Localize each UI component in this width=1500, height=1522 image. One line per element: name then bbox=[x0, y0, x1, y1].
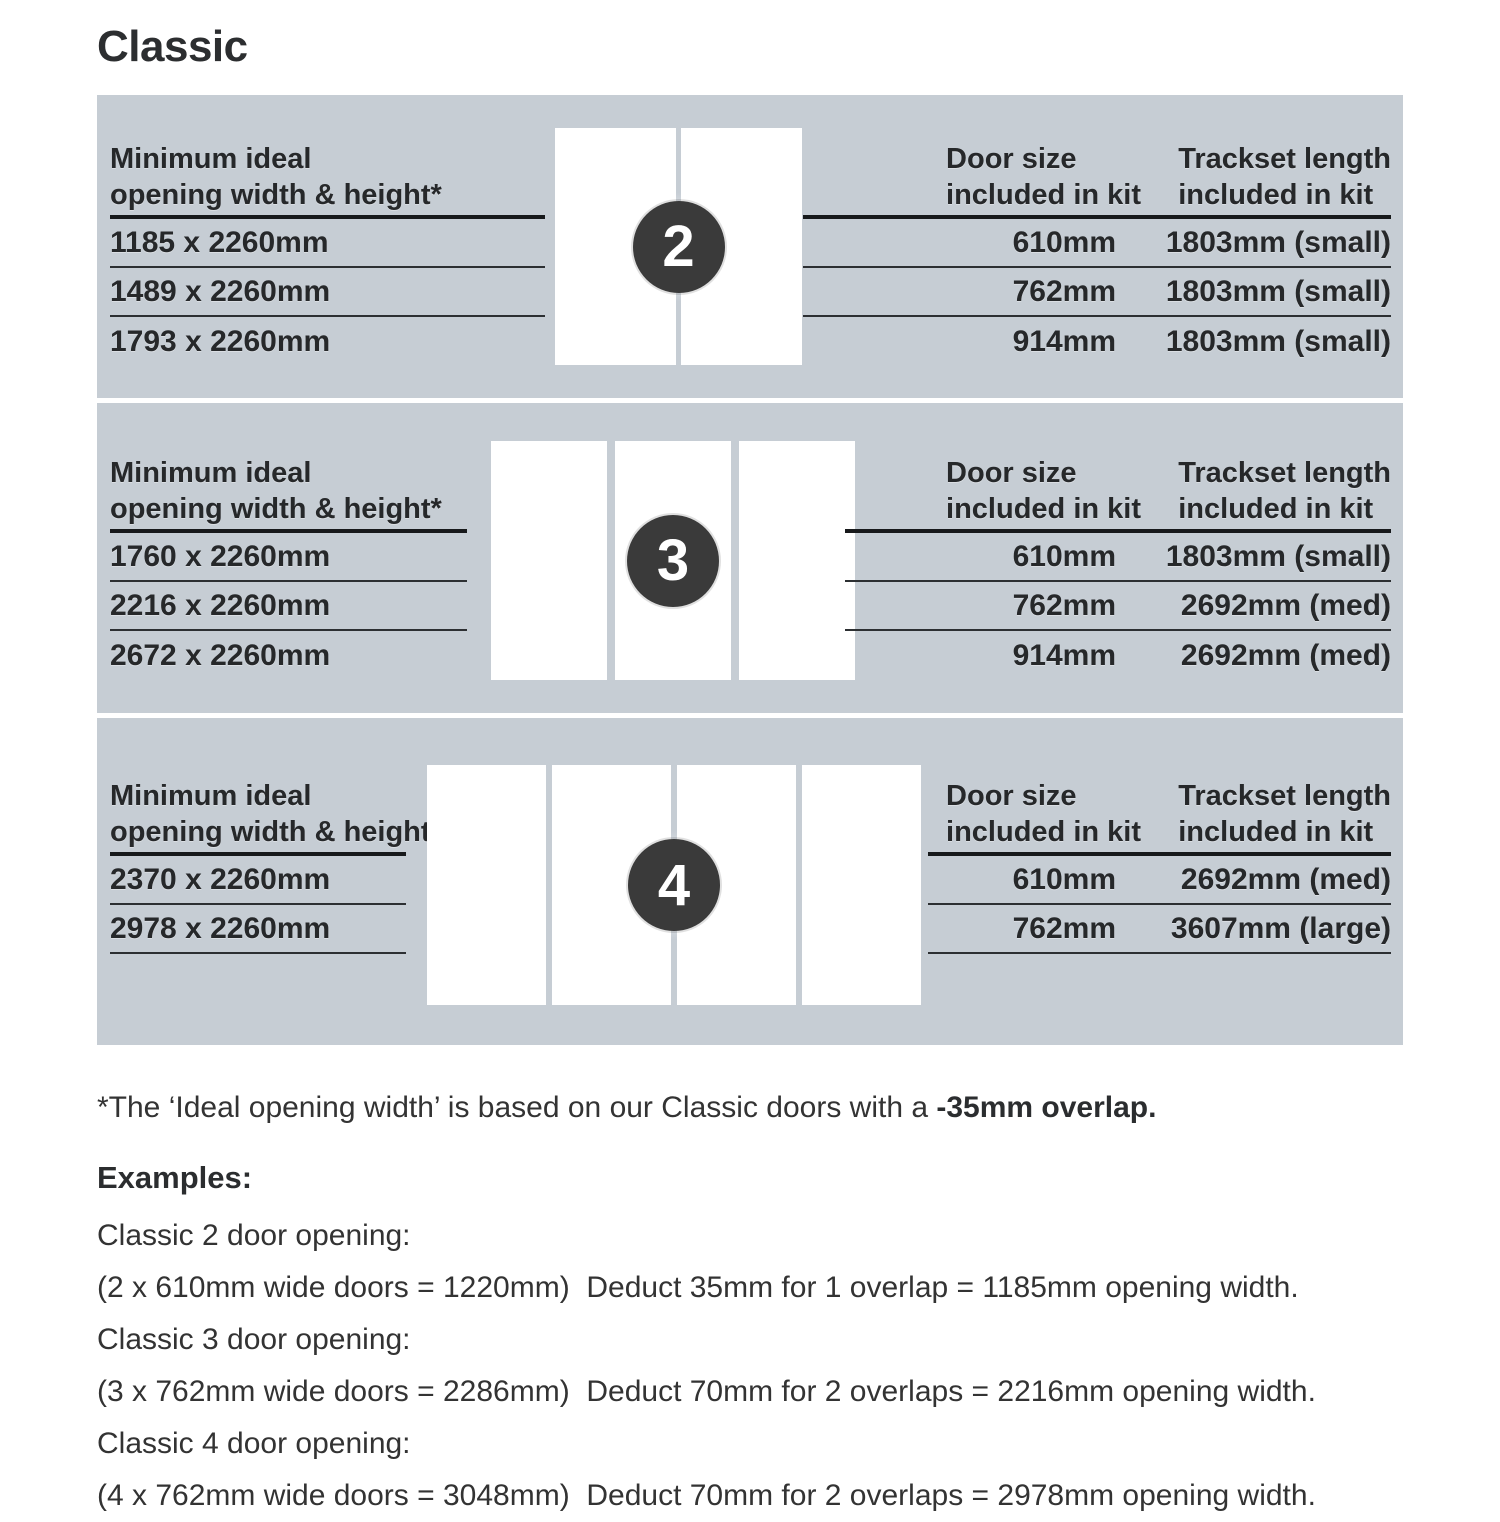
trackset-value: 2692mm (med) bbox=[1141, 856, 1391, 905]
door-size-value: 762mm bbox=[928, 905, 1141, 954]
door-size-value: 762mm bbox=[845, 582, 1141, 631]
example-detail: (2 x 610mm wide doors = 1220mm) Deduct 3… bbox=[97, 1271, 1299, 1304]
door-size-value: 610mm bbox=[845, 533, 1141, 582]
door-size-value: 610mm bbox=[803, 219, 1141, 268]
door-diagram-4: 4 bbox=[427, 765, 921, 1005]
example-detail: (3 x 762mm wide doors = 2286mm) Deduct 7… bbox=[97, 1375, 1316, 1408]
trackset-value: 3607mm (large) bbox=[1141, 905, 1391, 954]
opening-size-value: 1489 x 2260mm bbox=[110, 268, 545, 317]
opening-size-value: 2216 x 2260mm bbox=[110, 582, 467, 631]
door-count-badge: 3 bbox=[627, 514, 719, 607]
examples-heading: Examples: bbox=[97, 1160, 253, 1195]
example-label: Classic 4 door opening: bbox=[97, 1427, 411, 1460]
example-detail: (4 x 762mm wide doors = 3048mm) Deduct 7… bbox=[97, 1479, 1316, 1512]
opening-size-value: 1185 x 2260mm bbox=[110, 219, 545, 268]
example-label: Classic 3 door opening: bbox=[97, 1323, 411, 1356]
trackset-value: 2692mm (med) bbox=[1180, 638, 1391, 672]
opening-size-value: 1760 x 2260mm bbox=[110, 533, 467, 582]
footnote-text: *The ‘Ideal opening width’ is based on o… bbox=[97, 1091, 937, 1124]
trackset-value: 1803mm (small) bbox=[1165, 324, 1391, 358]
trackset-value: 1803mm (small) bbox=[1141, 219, 1391, 268]
door-size-value: 914mm bbox=[1012, 638, 1116, 672]
door-panel bbox=[491, 441, 607, 680]
trackset-value: 2692mm (med) bbox=[1141, 582, 1391, 631]
trackset-value: 1803mm (small) bbox=[1141, 268, 1391, 317]
opening-size-value: 2672 x 2260mm bbox=[110, 638, 331, 672]
door-count-badge: 2 bbox=[632, 200, 725, 293]
door-size-value: 762mm bbox=[803, 268, 1141, 317]
page-title: Classic bbox=[97, 22, 248, 71]
opening-size-value: 1793 x 2260mm bbox=[110, 324, 331, 358]
door-panel bbox=[427, 765, 546, 1005]
door-panel bbox=[802, 765, 921, 1005]
door-size-value: 610mm bbox=[928, 856, 1141, 905]
door-panel bbox=[739, 441, 855, 680]
opening-size-value: 2370 x 2260mm bbox=[110, 856, 406, 905]
opening-size-value: 2978 x 2260mm bbox=[110, 905, 406, 954]
door-size-value: 914mm bbox=[1012, 324, 1116, 358]
trackset-value: 1803mm (small) bbox=[1141, 533, 1391, 582]
notes-block: *The ‘Ideal opening width’ is based on o… bbox=[97, 1088, 1427, 1522]
footnote-bold: -35mm overlap. bbox=[936, 1091, 1157, 1124]
door-diagram-2: 2 bbox=[555, 128, 802, 365]
door-diagram-3: 3 bbox=[491, 441, 855, 680]
door-count-badge: 4 bbox=[628, 839, 720, 931]
example-label: Classic 2 door opening: bbox=[97, 1219, 411, 1252]
footnote: *The ‘Ideal opening width’ is based on o… bbox=[97, 1088, 1427, 1128]
